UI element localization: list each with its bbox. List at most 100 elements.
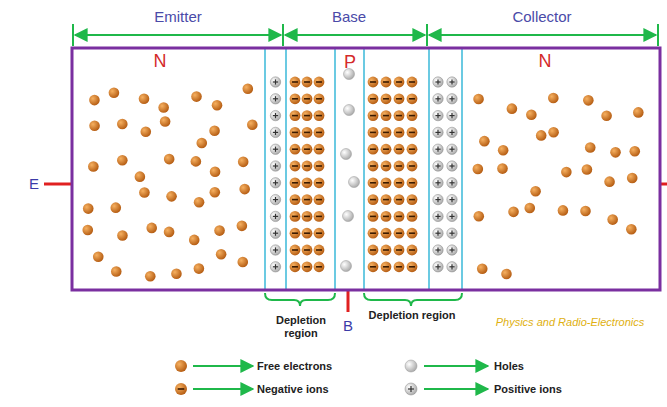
region-title: Collector	[512, 8, 571, 25]
free-electron	[536, 130, 547, 141]
negative-ion	[314, 161, 325, 172]
free-electron	[497, 163, 508, 174]
negative-ion	[302, 245, 313, 256]
negative-ion	[314, 177, 325, 188]
negative-ion	[368, 161, 379, 172]
free-electron	[139, 94, 150, 105]
free-electron	[583, 95, 594, 106]
free-electron	[548, 127, 559, 138]
positive-ion	[270, 94, 280, 104]
negative-ion	[394, 77, 405, 88]
free-electron	[507, 103, 518, 114]
negative-ion	[394, 211, 405, 222]
positive-ion	[270, 262, 280, 272]
free-electron	[111, 266, 122, 277]
free-electron	[145, 271, 156, 282]
negative-ion	[314, 228, 325, 239]
negative-ion	[314, 194, 325, 205]
negative-ion	[394, 93, 405, 104]
positive-ion	[447, 77, 457, 87]
negative-ion	[368, 77, 379, 88]
free-electron	[239, 184, 250, 195]
negative-ion	[290, 211, 301, 222]
negative-ion	[381, 261, 392, 272]
legend-text: Free electrons	[257, 360, 332, 373]
negative-ion	[407, 194, 418, 205]
free-electron	[479, 136, 490, 147]
negative-ion	[302, 127, 313, 138]
free-electron	[209, 125, 220, 136]
free-electron	[237, 221, 248, 232]
legend-text: Holes	[494, 360, 524, 373]
negative-ion	[368, 127, 379, 138]
negative-ion	[368, 228, 379, 239]
negative-ion	[394, 144, 405, 155]
free-electron	[498, 145, 509, 156]
free-electron	[473, 211, 484, 222]
negative-ion	[290, 194, 301, 205]
negative-ion	[314, 245, 325, 256]
negative-ion	[381, 93, 392, 104]
free-electron	[580, 206, 591, 217]
free-electron	[191, 156, 202, 167]
negative-ion	[302, 211, 313, 222]
depletion-braces	[265, 293, 462, 306]
negative-ion	[290, 261, 301, 272]
negative-ion	[302, 228, 313, 239]
negative-ion	[302, 261, 313, 272]
legend-text: Negative ions	[257, 383, 329, 396]
positive-ion	[270, 194, 280, 204]
negative-ion	[368, 261, 379, 272]
negative-ion	[407, 211, 418, 222]
free-electron	[160, 116, 171, 127]
negative-ion	[290, 127, 301, 138]
negative-ion	[314, 77, 325, 88]
free-electron	[508, 207, 519, 218]
free-electron	[164, 227, 175, 238]
free-electron	[191, 91, 202, 102]
terminal-leads	[44, 184, 667, 312]
depletion-label: Depletion region	[266, 314, 336, 339]
free-electron	[526, 109, 537, 120]
negative-ion	[290, 144, 301, 155]
negative-ion	[394, 161, 405, 172]
region-title: Emitter	[154, 8, 202, 25]
negative-ion	[368, 245, 379, 256]
negative-ion	[407, 245, 418, 256]
negative-ion	[290, 228, 301, 239]
negative-ion	[368, 110, 379, 121]
negative-ion	[381, 77, 392, 88]
free-electron	[627, 173, 638, 184]
positive-ion	[433, 194, 443, 204]
free-electron	[237, 257, 248, 268]
positive-ion	[433, 144, 443, 154]
region-boundaries	[265, 48, 462, 290]
free-electron	[140, 126, 151, 137]
legend-arrows	[193, 366, 488, 389]
free-electron	[88, 161, 99, 172]
positive-ion	[270, 77, 280, 87]
free-electron	[607, 214, 618, 225]
negative-ion	[314, 127, 325, 138]
region-title: Base	[332, 8, 366, 25]
positive-ion	[447, 161, 457, 171]
negative-ion	[290, 77, 301, 88]
free-electron	[473, 164, 484, 175]
negative-ion	[394, 127, 405, 138]
hole	[349, 177, 360, 188]
positive-ion	[447, 262, 457, 272]
negative-ion	[394, 261, 405, 272]
negative-ion	[407, 228, 418, 239]
free-electron	[210, 166, 221, 177]
free-electron	[166, 191, 177, 202]
free-electron	[196, 138, 207, 149]
negative-ion	[407, 261, 418, 272]
legend-hole	[405, 360, 417, 372]
negative-ion	[407, 110, 418, 121]
positive-ion	[433, 77, 443, 87]
negative-ion	[407, 93, 418, 104]
positive-ion	[447, 127, 457, 137]
free-electron	[477, 263, 488, 274]
positive-ion	[433, 178, 443, 188]
terminal-label: B	[343, 317, 353, 334]
